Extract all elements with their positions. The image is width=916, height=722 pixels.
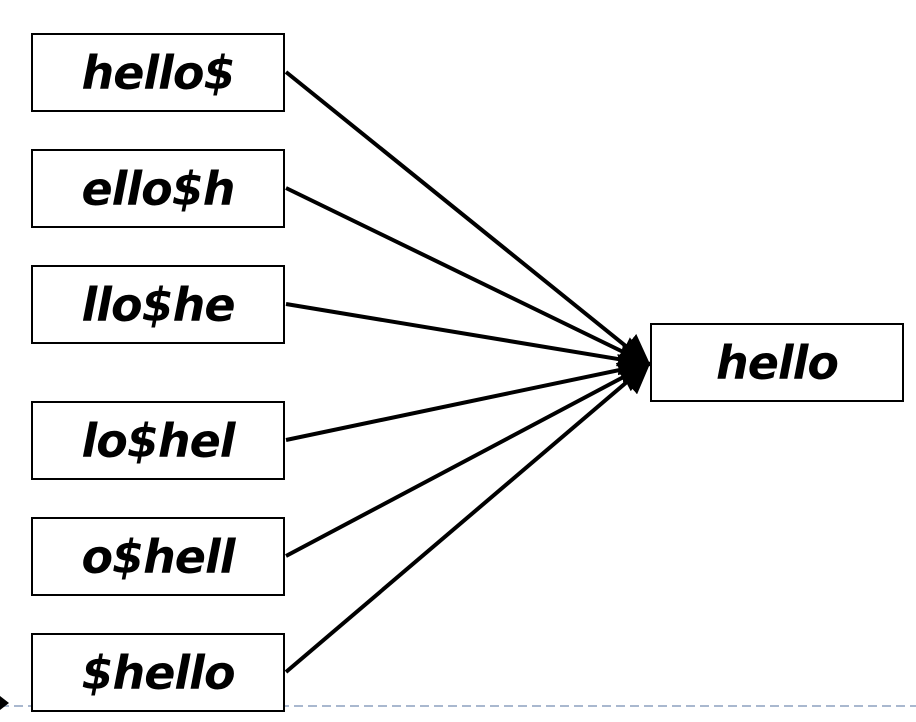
- rotation-box-2: ello$h: [31, 149, 285, 228]
- rotation-box-3: llo$he: [31, 265, 285, 344]
- slide-bullet-icon: [0, 696, 9, 710]
- rotation-label: llo$he: [81, 277, 235, 332]
- arrow-connector-2: [285, 186, 652, 367]
- rotation-label: hello$: [81, 45, 235, 100]
- rotation-label: o$hell: [81, 529, 235, 584]
- rotation-box-6: $hello: [31, 633, 285, 712]
- rotation-box-1: hello$: [31, 33, 285, 112]
- arrow-connector-1: [284, 70, 652, 367]
- target-label: hello: [715, 335, 839, 390]
- arrow-connector-4: [285, 354, 652, 442]
- arrow-connector-6: [284, 361, 652, 674]
- rotation-label: $hello: [81, 645, 235, 700]
- rotation-box-5: o$hell: [31, 517, 285, 596]
- target-box: hello: [650, 323, 904, 402]
- rotation-box-4: lo$hel: [31, 401, 285, 480]
- arrow-connector-5: [285, 362, 652, 558]
- rotation-label: lo$hel: [81, 413, 235, 468]
- rotation-label: ello$h: [81, 161, 235, 216]
- arrow-connector-3: [285, 302, 652, 376]
